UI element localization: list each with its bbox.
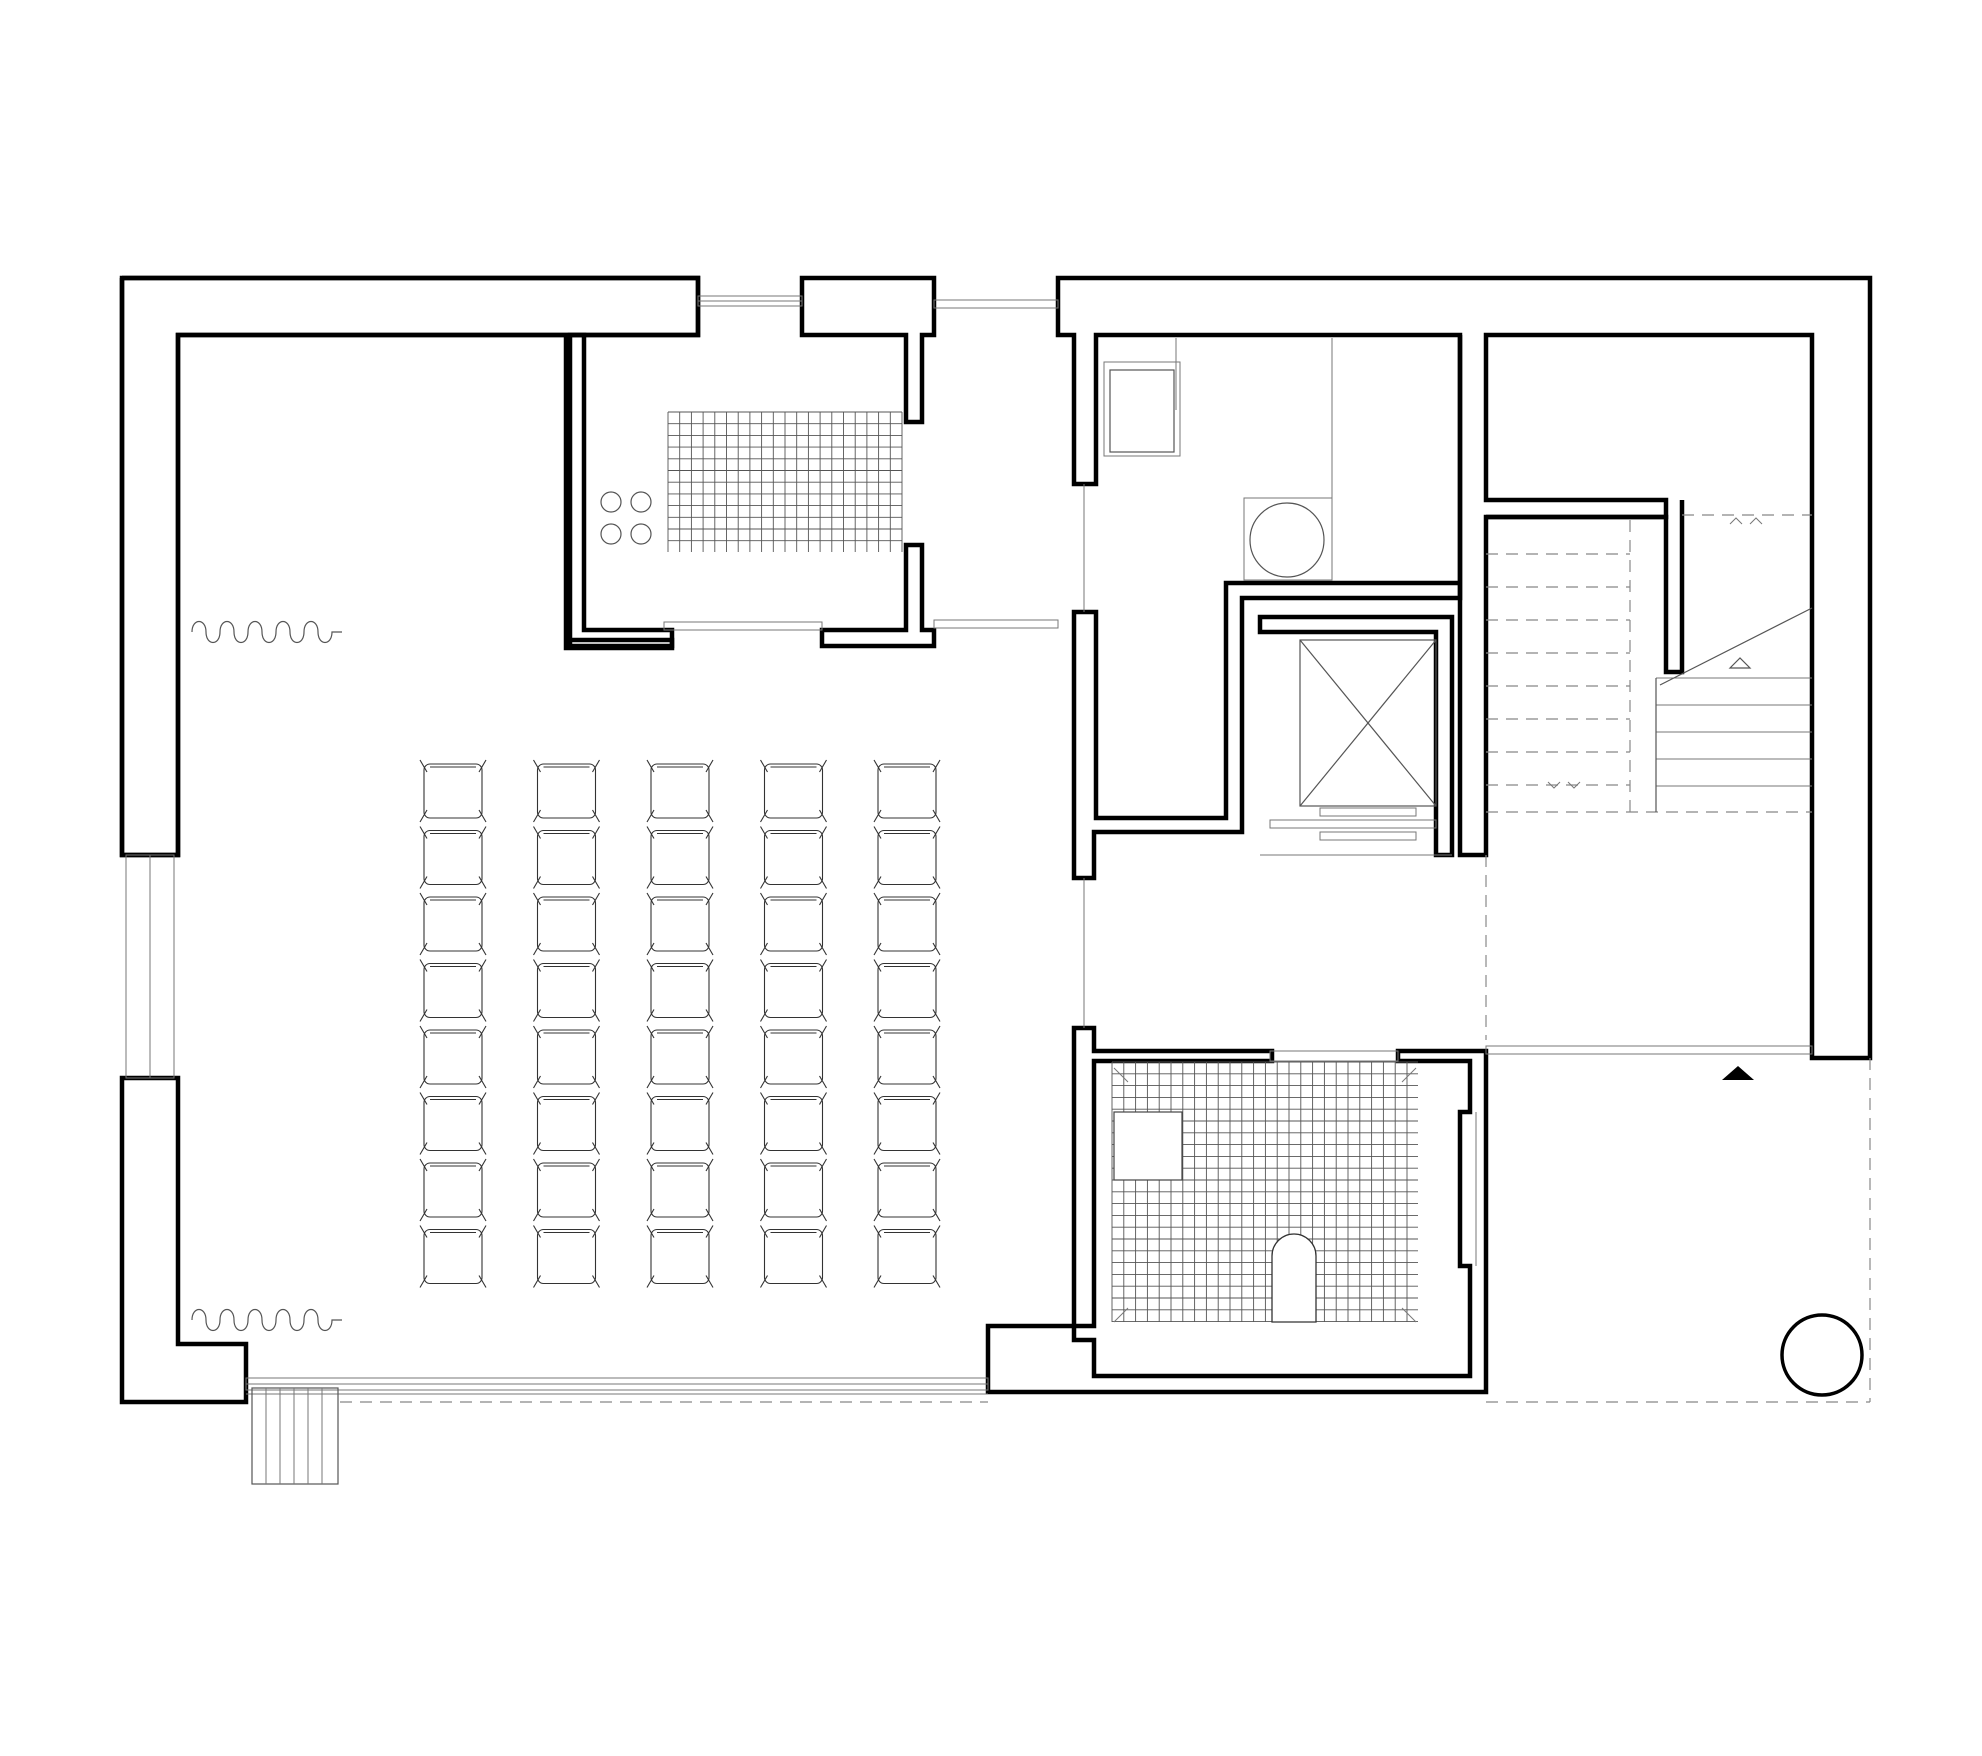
- window-north-corridor: [933, 299, 1059, 309]
- chair-icon: [646, 1092, 714, 1155]
- utility-wall: [1071, 335, 1463, 881]
- lift-car: [1299, 639, 1437, 807]
- lift-door: [1319, 807, 1417, 817]
- chair-icon: [419, 1158, 487, 1222]
- chair-icon: [419, 1092, 487, 1155]
- chair-icon: [873, 1092, 941, 1155]
- chair-icon: [760, 759, 827, 823]
- chair-icon: [419, 892, 487, 956]
- windows: [125, 295, 1813, 1395]
- hall-west-wall: [119, 275, 701, 858]
- radiator-icon: [191, 620, 342, 644]
- bathroom: [1111, 1061, 1418, 1323]
- terrace-outline: [340, 855, 1871, 1403]
- chair-icon: [533, 1025, 600, 1089]
- chair-icon: [873, 892, 941, 956]
- chair-icon: [533, 1158, 600, 1222]
- chair-icon: [419, 959, 487, 1022]
- kitchen-north-wall-right: [799, 275, 937, 425]
- stair-marker-upper: [1729, 517, 1763, 525]
- chair-icon: [873, 1225, 941, 1288]
- chair-icon: [533, 892, 600, 956]
- chair-icon: [533, 1225, 600, 1288]
- chair-icon: [873, 1158, 941, 1222]
- chair-icon: [533, 826, 600, 889]
- steps-icon: [251, 1387, 339, 1485]
- chair-icon: [760, 892, 827, 956]
- bathroom-wall: [985, 1025, 1489, 1395]
- chair-icon: [873, 1025, 941, 1089]
- chair-icon: [646, 826, 714, 889]
- lift-shaft-wall: [1257, 614, 1455, 858]
- stair-treads: [1656, 677, 1812, 787]
- chair-icon: [533, 959, 600, 1022]
- seating: [419, 759, 941, 1288]
- chair-icon: [419, 1225, 487, 1288]
- hob-icon: [600, 491, 652, 545]
- door-bathroom: [1269, 1050, 1399, 1062]
- chair-icon: [419, 826, 487, 889]
- chair-icon: [760, 1225, 827, 1288]
- chair-icon: [646, 892, 714, 956]
- chair-icon: [760, 1158, 827, 1222]
- chair-icon: [760, 959, 827, 1022]
- stair-marker-lower: [1547, 781, 1581, 789]
- kitchenette: [600, 411, 903, 552]
- chair-icon: [760, 826, 827, 889]
- stair-wall: [1486, 500, 1685, 675]
- toilet-icon: [1271, 1233, 1317, 1323]
- lift: [1260, 639, 1452, 856]
- entrance-arrow-icon: [1722, 1066, 1754, 1080]
- chair-icon: [873, 959, 941, 1022]
- chair-icon: [419, 1025, 487, 1089]
- door-kitchen: [663, 621, 823, 631]
- kitchen-west-wall: [567, 332, 675, 649]
- washing-machine-icon: [1243, 497, 1333, 581]
- chair-icon: [873, 826, 941, 889]
- shower-tray: [1113, 1111, 1183, 1181]
- chair-icon: [646, 959, 714, 1022]
- chair-icon: [760, 1025, 827, 1089]
- bathroom-floor-tiles: [1111, 1061, 1418, 1323]
- stairs: [1486, 514, 1813, 813]
- window-south: [245, 1377, 989, 1391]
- radiator-icon: [191, 1308, 342, 1332]
- chair-icon: [533, 1092, 600, 1155]
- hall-north-wall: [119, 275, 701, 858]
- sink-icon: [1109, 369, 1175, 453]
- window-entrance: [1485, 1045, 1813, 1055]
- hall-south-west-wall: [119, 1075, 249, 1405]
- chair-icon: [646, 1225, 714, 1288]
- kitchen-floor-tiles: [667, 411, 903, 552]
- chair-icon: [646, 1158, 714, 1222]
- chair-icon: [533, 759, 600, 823]
- window-corridor-mid: [933, 619, 1059, 629]
- chair-icon: [873, 759, 941, 823]
- utility-room: [1103, 338, 1333, 581]
- chair-icon: [760, 1092, 827, 1155]
- chair-icon: [419, 759, 487, 823]
- stair-cut-line: [1659, 607, 1813, 686]
- stair-arrow-icon: [1728, 657, 1752, 669]
- chair-icon: [646, 1025, 714, 1089]
- stair-treads-above: [1486, 553, 1630, 786]
- chair-icon: [646, 759, 714, 823]
- walls: [119, 275, 1873, 1405]
- tree-icon: [1780, 1313, 1864, 1397]
- kitchen-south-east-wall: [819, 542, 937, 649]
